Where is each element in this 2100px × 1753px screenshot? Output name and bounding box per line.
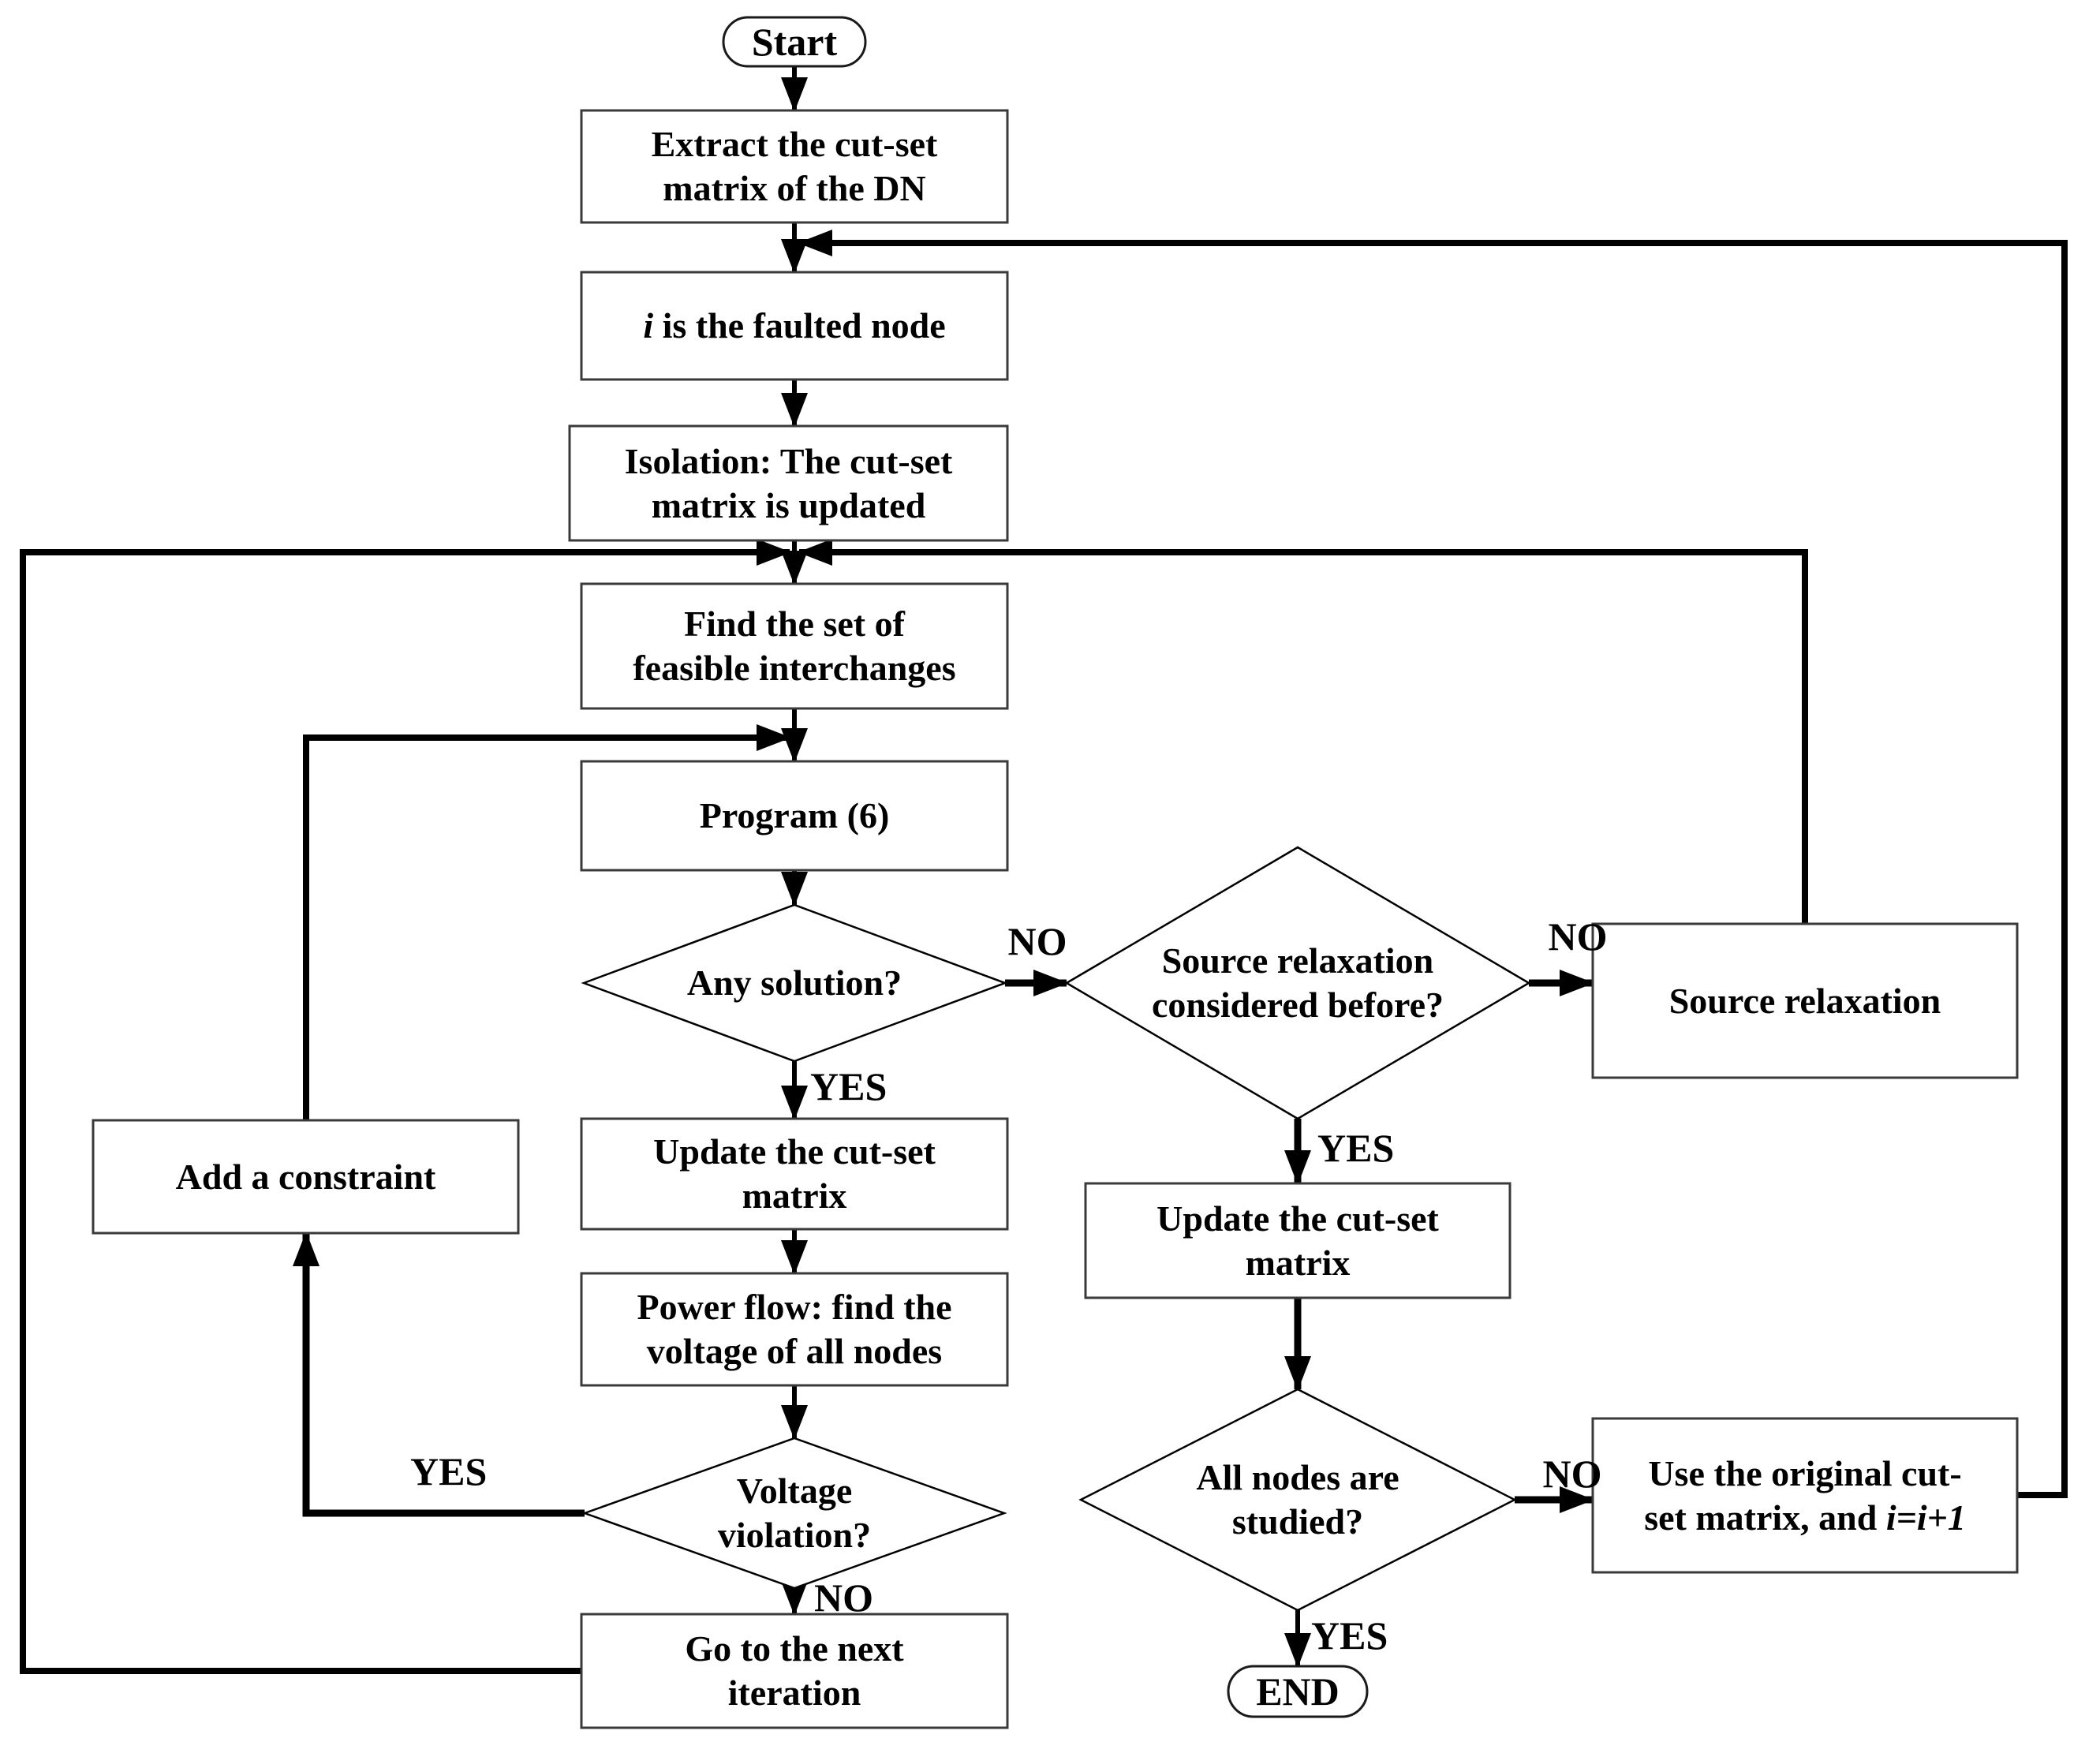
program-box: Program (6): [699, 795, 890, 835]
start-label: Start: [751, 20, 838, 64]
gonext-box: Go to the next iteration: [685, 1628, 904, 1713]
findset-box: Find the set of feasible interchanges: [633, 604, 956, 688]
edge-addconstraint-to-program-loop: [303, 724, 791, 1120]
isolation-box-shape: [568, 424, 1009, 542]
source-relaxation-box: Source relaxation: [1668, 980, 1941, 1021]
end-label: END: [1256, 1669, 1340, 1714]
all-nodes-diamond: All nodes are studied?: [1196, 1457, 1399, 1542]
edge-gonext-to-findset-loop: [20, 539, 791, 1674]
faulted-node-box-shape: [580, 271, 1009, 381]
edge-useoriginal-to-faulted-loop: [798, 230, 2068, 1498]
add-constraint-box-shape: [92, 1119, 520, 1235]
edge-sourcerelax-to-findset-loop: [798, 539, 1808, 924]
voltage-violation-diamond-shape: [581, 1437, 1007, 1590]
source-relaxation-box-shape: [1591, 922, 2019, 1079]
program-box-shape: [580, 760, 1009, 872]
findset-box-shape: [580, 582, 1009, 710]
powerflow-box: Power flow: find the voltage of all node…: [637, 1287, 952, 1371]
update-cutset-left-box-shape: [580, 1117, 1009, 1231]
edge-label-sourceconsidered-no: NO: [1548, 914, 1608, 959]
edge-label-voltage-yes: YES: [410, 1449, 488, 1493]
isolation-box: Isolation: The cut-set matrix is updated: [624, 440, 953, 525]
source-considered-diamond: Source relaxation considered before?: [1151, 940, 1444, 1025]
update-cutset-left-box: Update the cut-set matrix: [653, 1131, 936, 1216]
powerflow-box-shape: [580, 1272, 1009, 1387]
end-terminator-shape: [1227, 1665, 1369, 1718]
any-solution-diamond: Any solution?: [686, 962, 902, 1003]
add-constraint-box: Add a constraint: [175, 1156, 436, 1197]
extract-box-shape: [580, 109, 1009, 224]
any-solution-diamond-shape: [581, 903, 1008, 1063]
edge-label-allnodes-yes: YES: [1311, 1613, 1388, 1658]
end-terminator: END: [1228, 1666, 1367, 1717]
update-cutset-right-box-shape: [1084, 1182, 1511, 1299]
extract-box: Extract the cut-set matrix of the DN: [651, 124, 938, 208]
gonext-box-shape: [580, 1613, 1009, 1729]
all-nodes-diamond-shape: [1078, 1388, 1517, 1612]
edge-voltage-yes: [293, 1232, 585, 1517]
edge-label-anysolution-no: NO: [1007, 919, 1067, 963]
edge-label-voltage-no: NO: [814, 1575, 873, 1620]
start-terminator: Start: [723, 17, 865, 66]
source-considered-diamond-shape: [1064, 846, 1531, 1120]
voltage-violation-diamond: Voltage violation?: [717, 1471, 872, 1555]
edge-label-allnodes-no: NO: [1542, 1452, 1602, 1496]
update-cutset-right-box: Update the cut-set matrix: [1156, 1198, 1439, 1283]
use-original-box-shape: [1591, 1417, 2019, 1574]
use-original-box: Use the original cut- set matrix, and i=…: [1644, 1452, 1966, 1538]
edge-label-sourceconsidered-yes: YES: [1317, 1126, 1395, 1170]
edge-label-anysolution-yes: YES: [810, 1064, 887, 1108]
start-terminator-shape: [722, 16, 867, 68]
faulted-node-box: i is the faulted node: [643, 305, 946, 346]
